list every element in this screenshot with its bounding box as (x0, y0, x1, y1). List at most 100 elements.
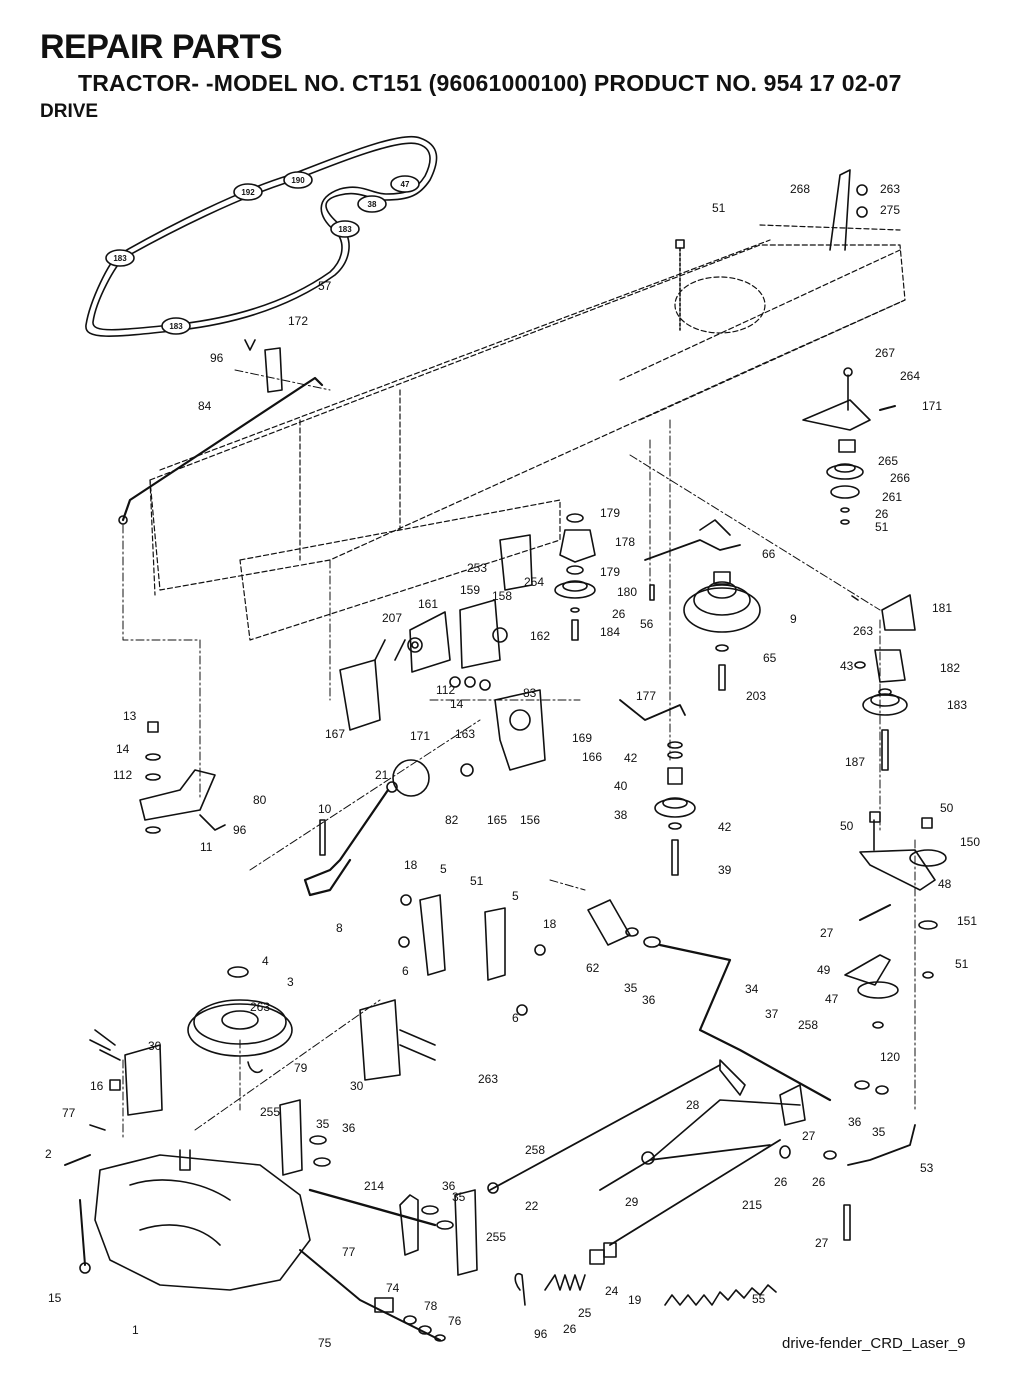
belt-pulley-badge: 47 (390, 175, 420, 193)
part-callout: 25 (578, 1306, 592, 1320)
part-callout: 62 (586, 961, 600, 975)
part-callout: 35 (872, 1125, 886, 1139)
part-callout: 96 (210, 351, 224, 365)
part-callout: 4 (262, 954, 269, 968)
part-callout: 179 (600, 506, 620, 520)
part-callout: 151 (957, 914, 977, 928)
part-callout: 79 (294, 1061, 308, 1075)
part-callout: 57 (318, 279, 332, 293)
part-callout: 6 (512, 1011, 519, 1025)
part-callout: 267 (875, 346, 895, 360)
part-callout: 36 (442, 1179, 456, 1193)
svg-text:190: 190 (291, 176, 305, 185)
part-callout: 84 (198, 399, 212, 413)
part-callout: 15 (48, 1291, 62, 1305)
part-callout: 56 (640, 617, 654, 631)
part-callout: 112 (113, 768, 132, 782)
part-callout: 50 (840, 819, 854, 833)
page-title: REPAIR PARTS (40, 28, 283, 66)
part-callout: 9 (790, 612, 797, 626)
part-callout: 24 (605, 1284, 619, 1298)
part-callout: 76 (448, 1314, 462, 1328)
part-callout: 51 (955, 957, 969, 971)
svg-text:38: 38 (368, 200, 377, 209)
part-callout: 34 (745, 982, 759, 996)
part-callout: 26 (812, 1175, 826, 1189)
part-callout: 36 (848, 1115, 862, 1129)
part-callout: 6 (402, 964, 409, 978)
belt-pulley-badge: 183 (330, 220, 360, 238)
part-callout: 37 (765, 1007, 779, 1021)
part-callout: 171 (410, 729, 430, 743)
part-callout: 21 (375, 768, 389, 782)
part-callout: 42 (718, 820, 732, 834)
part-callout: 51 (875, 520, 889, 534)
part-callout: 43 (840, 659, 854, 673)
part-callout: 96 (233, 823, 247, 837)
part-callout: 11 (200, 840, 213, 854)
part-callout: 261 (882, 490, 902, 504)
part-callout: 35 (316, 1117, 330, 1131)
part-callout: 163 (455, 727, 475, 741)
part-callout: 75 (318, 1336, 332, 1350)
part-callout: 77 (342, 1245, 356, 1259)
svg-text:183: 183 (169, 322, 183, 331)
part-callout: 171 (922, 399, 942, 413)
part-callout: 36 (642, 993, 656, 1007)
part-callout: 42 (624, 751, 638, 765)
part-callout: 39 (718, 863, 732, 877)
drawing-code: drive-fender_CRD_Laser_9 (782, 1335, 966, 1352)
part-callout: 169 (572, 731, 592, 745)
part-callout: 156 (520, 813, 540, 827)
part-callout: 214 (364, 1179, 384, 1193)
part-callout: 5 (512, 889, 519, 903)
part-callout: 161 (418, 597, 438, 611)
part-callout: 5 (440, 862, 447, 876)
part-callout: 96 (534, 1327, 548, 1341)
part-callout: 215 (742, 1198, 762, 1212)
belt-pulley-badge: 192 (233, 183, 263, 201)
part-callout: 253 (467, 561, 487, 575)
part-callout: 255 (260, 1105, 280, 1119)
part-callout: 19 (628, 1293, 642, 1307)
part-callout: 275 (880, 203, 900, 217)
part-callout: 264 (900, 369, 920, 383)
part-callout: 166 (582, 750, 602, 764)
part-callout: 65 (763, 651, 777, 665)
part-callout: 263 (478, 1072, 498, 1086)
part-callout: 55 (752, 1292, 766, 1306)
svg-text:183: 183 (338, 225, 352, 234)
part-callout: 83 (523, 686, 537, 700)
part-callout: 258 (798, 1018, 818, 1032)
part-callout: 53 (920, 1161, 934, 1175)
part-callout: 112 (436, 683, 455, 697)
part-callout: 35 (624, 981, 638, 995)
part-callout: 1 (132, 1323, 139, 1337)
part-callout: 150 (960, 835, 980, 849)
part-callout: 78 (424, 1299, 438, 1313)
part-callout: 182 (940, 661, 960, 675)
part-callout: 180 (617, 585, 637, 599)
part-callout: 35 (452, 1190, 466, 1204)
part-callout: 167 (325, 727, 345, 741)
part-callout: 187 (845, 755, 865, 769)
transaxle-body (94, 1154, 311, 1291)
part-callout: 26 (563, 1322, 577, 1336)
part-callout: 51 (712, 201, 726, 215)
part-callout: 50 (940, 801, 954, 815)
part-callout: 26 (612, 607, 626, 621)
part-callout: 10 (318, 802, 332, 816)
drive-belt (85, 135, 438, 337)
part-callout: 2 (45, 1147, 52, 1161)
part-callout: 13 (123, 709, 137, 723)
part-callout: 263 (880, 182, 900, 196)
belt-pulley-badges: 190 192 47 38 183 183 183 (105, 171, 420, 335)
svg-text:47: 47 (401, 180, 410, 189)
part-callout: 258 (525, 1143, 545, 1157)
belt-pulley-badge: 190 (283, 171, 313, 189)
belt-pulley-badge: 183 (105, 249, 135, 267)
part-callout: 26 (774, 1175, 788, 1189)
part-callout: 183 (947, 698, 967, 712)
